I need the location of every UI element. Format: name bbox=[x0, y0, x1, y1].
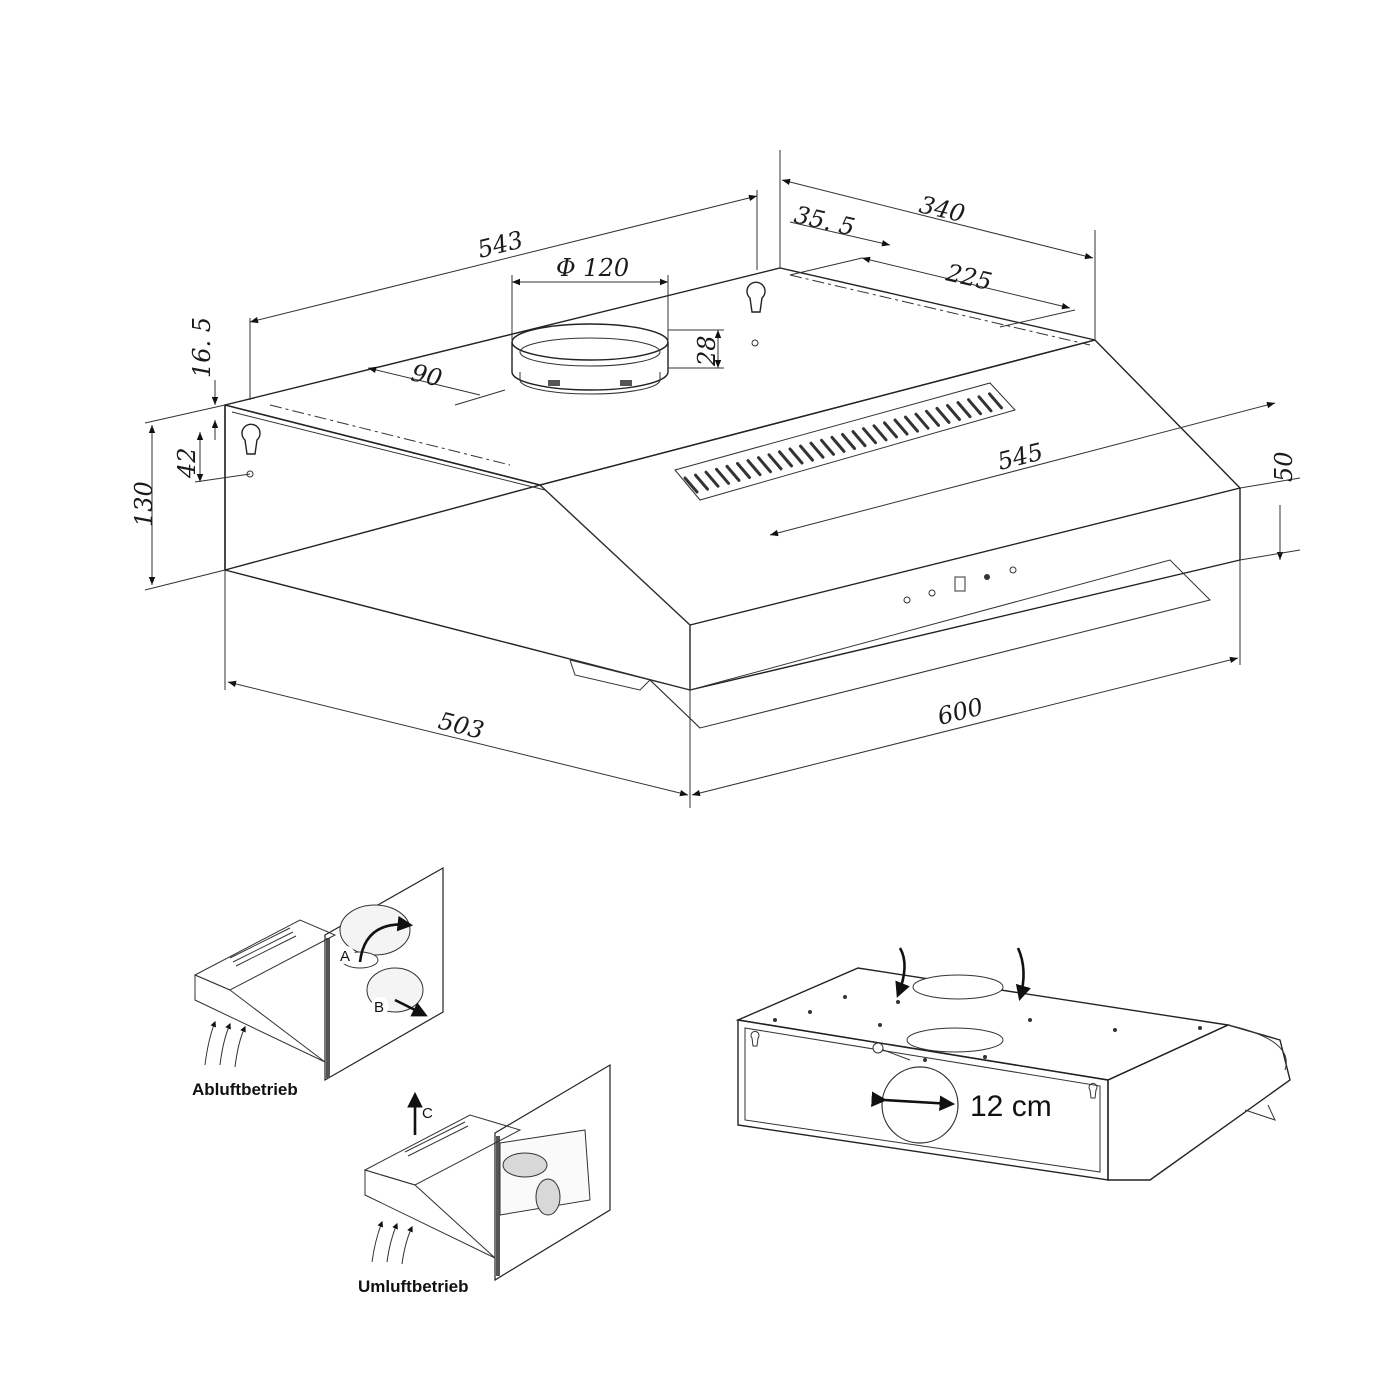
grille-slot bbox=[767, 453, 783, 471]
grille-slot bbox=[841, 433, 856, 450]
grille-slot bbox=[704, 470, 720, 488]
hood-body bbox=[224, 267, 1242, 729]
grille-slot bbox=[988, 392, 1003, 410]
marker-a: A bbox=[340, 948, 350, 965]
control-panel bbox=[903, 566, 1017, 604]
dim-height-total: 130 bbox=[130, 481, 158, 527]
grille-slot bbox=[946, 404, 961, 421]
marker-c: C bbox=[422, 1105, 433, 1122]
dimension-lines bbox=[144, 150, 1301, 808]
grille-slot bbox=[746, 459, 762, 477]
grille-slot bbox=[914, 412, 930, 430]
grille-slot bbox=[736, 462, 751, 479]
keyhole-icon bbox=[746, 281, 766, 347]
grille-slot bbox=[956, 401, 972, 419]
grille-slot bbox=[778, 450, 793, 468]
grille-slot bbox=[683, 476, 699, 494]
grille-slot bbox=[830, 435, 846, 453]
dim-offset-35: 35. 5 bbox=[792, 201, 858, 242]
grille-slot bbox=[862, 427, 877, 445]
grille-slot bbox=[851, 430, 867, 448]
grille-slot bbox=[757, 456, 772, 474]
dim-hole-16: 16. 5 bbox=[188, 317, 216, 378]
grille-slot bbox=[904, 415, 919, 433]
exhaust-mode-label: Abluftbetrieb bbox=[192, 1080, 298, 1099]
dim-offset-225: 225 bbox=[943, 258, 995, 296]
dim-depth-bottom: 503 bbox=[436, 707, 487, 745]
recirc-mode-label: Umluftbetrieb bbox=[358, 1277, 469, 1296]
grille-slot bbox=[809, 441, 825, 459]
keyhole-icon bbox=[241, 423, 261, 478]
grille-slot bbox=[883, 421, 898, 439]
grille-slot bbox=[893, 418, 909, 436]
grille-slot bbox=[799, 444, 814, 462]
grille-slot bbox=[925, 409, 940, 427]
dim-grille-width: 545 bbox=[995, 438, 1046, 476]
duct-size-illustration: 12 cm bbox=[735, 947, 1291, 1181]
grille-slot bbox=[872, 424, 888, 442]
grille-slot bbox=[788, 447, 804, 465]
keyhole-icon bbox=[1088, 1082, 1098, 1099]
dim-offset-90: 90 bbox=[409, 359, 445, 393]
dim-depth-top: 340 bbox=[917, 191, 968, 229]
dim-width-top: 543 bbox=[475, 226, 526, 264]
grille-slot bbox=[935, 406, 951, 424]
marker-b: B bbox=[374, 999, 384, 1016]
exhaust-mode-illustration: A B Abluftbetrieb bbox=[192, 866, 444, 1099]
keyhole-icon bbox=[750, 1030, 760, 1047]
grille-slot bbox=[725, 464, 741, 482]
grille-slot bbox=[967, 398, 982, 416]
grille-slot bbox=[820, 438, 835, 456]
dim-collar-height: 28 bbox=[693, 335, 721, 367]
duct-collar bbox=[511, 323, 669, 395]
dim-hole-42: 42 bbox=[173, 447, 201, 479]
recirc-mode-illustration: C Umluftbetrieb bbox=[358, 1063, 611, 1296]
dim-width-bottom: 600 bbox=[935, 693, 986, 731]
technical-drawing: 543 Φ 120 340 35. 5 225 28 90 16. 5 42 1… bbox=[130, 150, 1301, 808]
duct-size-label: 12 cm bbox=[970, 1090, 1052, 1123]
grille-slot bbox=[694, 473, 709, 491]
grille-slot bbox=[715, 467, 730, 485]
dim-duct-diameter: Φ 120 bbox=[556, 254, 629, 282]
vent-grille bbox=[674, 382, 1016, 501]
dim-front-height: 50 bbox=[1270, 451, 1298, 482]
grille-slot bbox=[977, 395, 993, 413]
